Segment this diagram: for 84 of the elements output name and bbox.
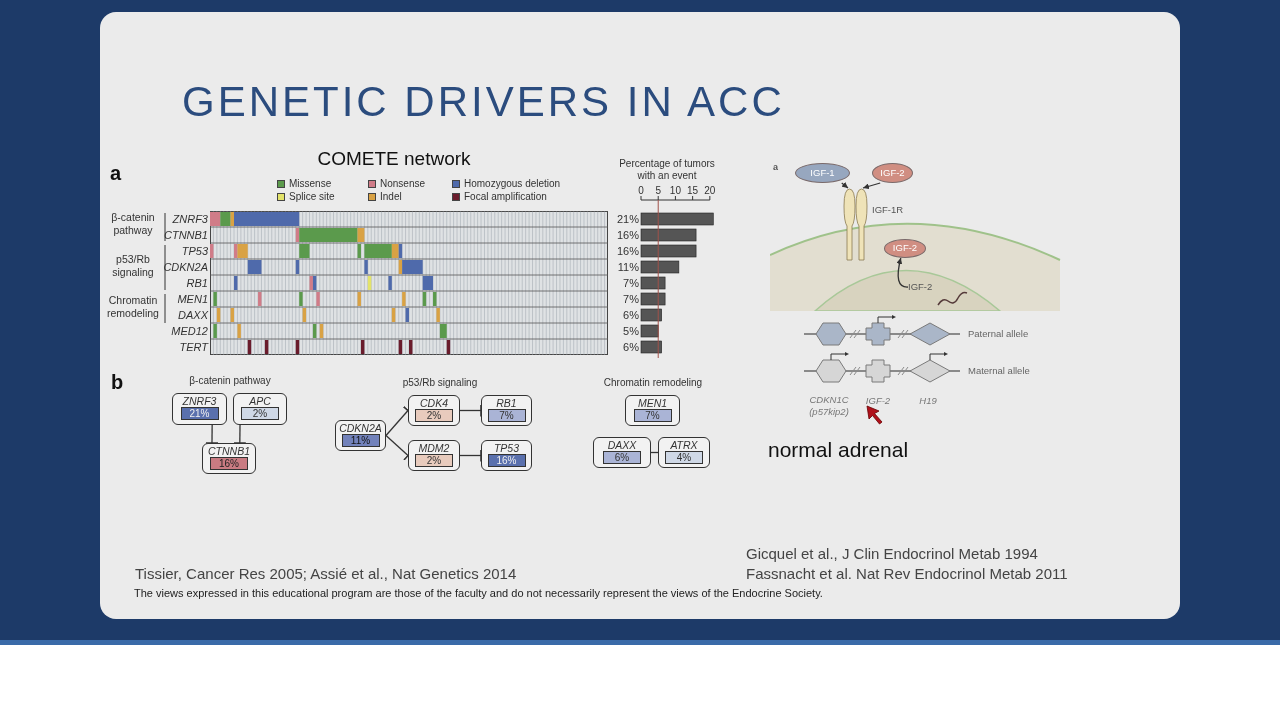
percent-tile: 2% — [415, 454, 453, 467]
arrow — [862, 182, 881, 190]
gene-label: IGF-2 — [864, 394, 892, 408]
gene-name: RB1 — [496, 397, 517, 409]
legend-label: Nonsense — [380, 178, 426, 190]
gene-name: MDM2 — [418, 442, 450, 454]
value-label: 7% — [622, 276, 639, 291]
gene-name: DAXX — [607, 439, 637, 451]
gene-box — [658, 437, 710, 468]
value-label: 21% — [615, 212, 639, 227]
value-label: 6% — [622, 340, 639, 355]
legend-label: Splice site — [289, 191, 335, 203]
receptor-label: IGF-1R — [872, 203, 904, 217]
gene-box — [233, 393, 287, 425]
allele-label: Maternal allele — [968, 364, 1030, 378]
value-label: 7% — [622, 292, 639, 307]
gene-name: CDK4 — [420, 397, 448, 409]
legend-label: Missense — [289, 178, 332, 190]
group-label: Chromatin remodeling — [106, 294, 160, 320]
value-label: 6% — [622, 308, 639, 323]
panel-letter: b — [111, 370, 124, 395]
percent-tile: 16% — [210, 457, 248, 470]
group-heading: Chromatin remodeling — [602, 376, 704, 390]
arrow — [841, 181, 849, 189]
mrna-label: IGF-2 — [908, 280, 936, 294]
allele-label: Paternal allele — [968, 327, 1029, 341]
gene-box — [593, 437, 651, 468]
gene-box — [625, 395, 680, 426]
gene-name: MEN1 — [637, 397, 668, 409]
axis-tick-label: 10 — [668, 185, 682, 197]
axis-tick-label: 20 — [703, 185, 717, 197]
percent-tile: 7% — [487, 409, 526, 422]
panel-letter: a — [773, 161, 778, 174]
percent-tile: 2% — [415, 409, 453, 422]
percent-tile: 11% — [341, 434, 380, 447]
gene-box — [335, 420, 386, 451]
gene-name: CDKN2A — [339, 422, 382, 434]
panel-letter: a — [110, 161, 122, 186]
value-label: 11% — [616, 260, 639, 275]
slide-title: GENETIC DRIVERS IN ACC — [182, 78, 785, 126]
receptor-drawing — [843, 188, 868, 262]
group-heading: β-catenin pathway — [188, 374, 272, 388]
citation: Tissier, Cancer Res 2005; Assié et al., Nat Genetics 2014 — [135, 564, 517, 584]
axis-tick-label: 5 — [654, 185, 662, 197]
disclaimer: The views expressed in this educational program are those of the faculty and do not necessarily represent the views of the Endocrine Society. — [134, 586, 823, 601]
figure-caption: normal adrenal — [768, 437, 909, 463]
group-label: β-catenin pathway — [110, 211, 156, 237]
chart-title: Percentage of tumors with an event — [618, 158, 716, 182]
axis-tick-label: 0 — [637, 185, 645, 197]
percent-tile: 21% — [180, 407, 219, 420]
percent-tile: 16% — [487, 454, 526, 467]
percent-tile: 2% — [241, 407, 279, 420]
legend-label: Focal amplification — [464, 191, 547, 203]
axis-tick-label: 15 — [686, 185, 700, 197]
gene-box — [172, 393, 227, 425]
gene-name: ZNRF3 — [182, 395, 217, 407]
gene-box — [481, 440, 532, 471]
gene-name: MED12 — [170, 324, 208, 339]
gene-box — [202, 443, 256, 474]
gene-name: TERT — [178, 340, 208, 355]
chart-heading: COMETE network — [316, 147, 472, 171]
gene-name: RB1 — [185, 276, 208, 291]
value-label: 16% — [615, 228, 639, 243]
gene-name: CTNNB1 — [208, 445, 250, 457]
percent-tile: 4% — [665, 451, 703, 464]
gene-box — [408, 395, 460, 426]
citation: Gicquel et al., J Clin Endocrinol Metab 1994 — [746, 544, 1038, 564]
gene-label: CDKN1C (p57kip2) — [808, 394, 850, 418]
gene-label: H19 — [918, 394, 938, 408]
gene-box — [481, 395, 532, 426]
legend-label: Homozygous deletion — [464, 178, 561, 190]
citation: Fassnacht et al. Nat Rev Endocrinol Metab 2011 — [746, 564, 1068, 584]
gene-name: ATRX — [670, 439, 698, 451]
legend-label: Indel — [380, 191, 402, 203]
group-label: p53/Rb signaling — [111, 253, 155, 279]
gene-name: TP53 — [180, 244, 208, 259]
percent-tile: 7% — [633, 409, 672, 422]
gene-name: TP53 — [493, 442, 520, 454]
value-label: 16% — [615, 244, 639, 259]
percent-tile: 6% — [603, 451, 641, 464]
value-label: 5% — [622, 324, 639, 339]
gene-box — [408, 440, 460, 471]
gene-name: APC — [249, 395, 271, 407]
group-heading: p53/Rb signaling — [401, 376, 479, 390]
